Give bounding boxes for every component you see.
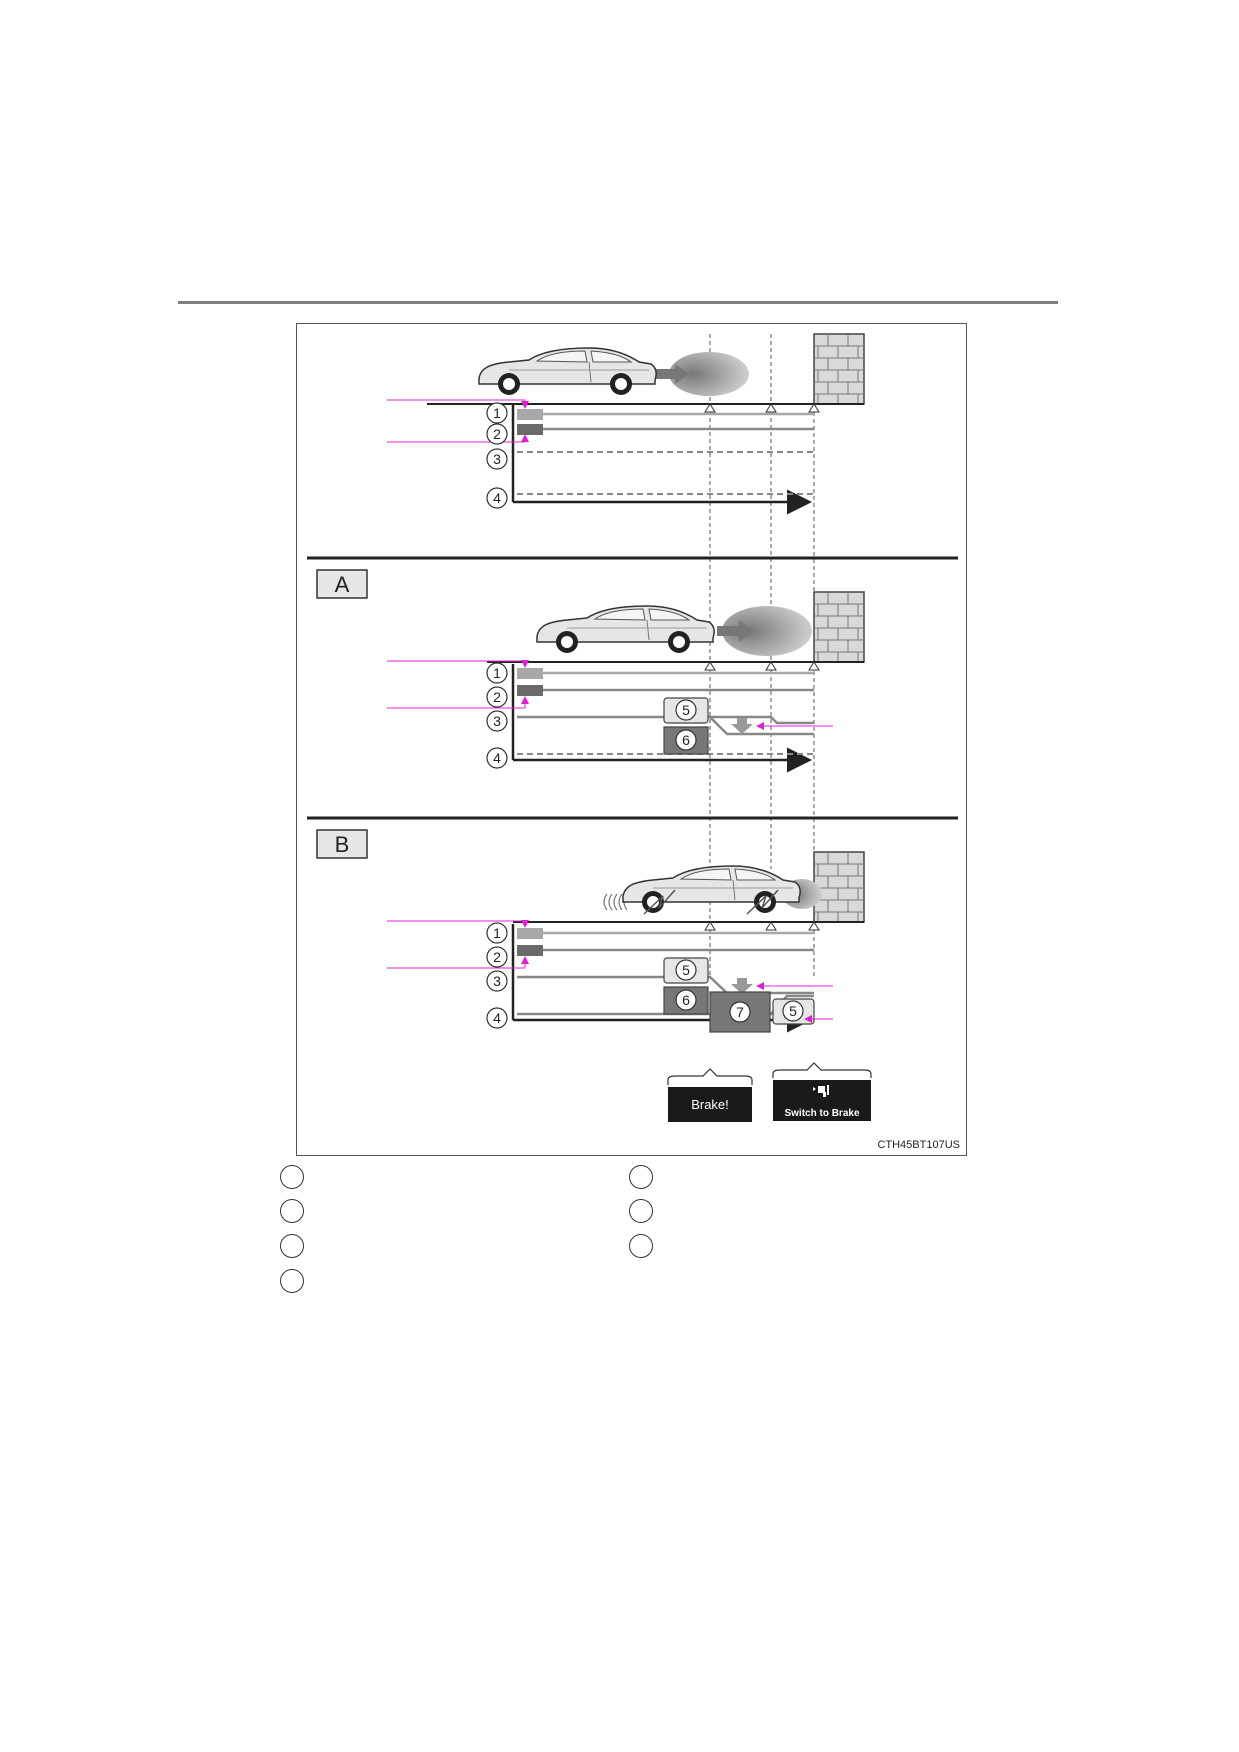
svg-text:4: 4 xyxy=(493,1010,501,1026)
figure-code: CTH45BT107US xyxy=(877,1139,960,1151)
brake-message: Brake! xyxy=(691,1097,729,1112)
legend-callout-2 xyxy=(280,1199,304,1223)
svg-text:1: 1 xyxy=(493,925,501,941)
svg-text:2: 2 xyxy=(493,689,501,705)
section-a: A xyxy=(316,569,865,773)
svg-text:2: 2 xyxy=(493,949,501,965)
svg-text:1: 1 xyxy=(493,405,501,421)
header-rule xyxy=(178,301,1058,304)
legend-callout-1 xyxy=(280,1165,304,1189)
svg-text:5: 5 xyxy=(682,962,690,978)
figure-diagram: 1 2 3 4 A xyxy=(307,333,958,1122)
section-b-label-box xyxy=(316,829,368,859)
svg-text:3: 3 xyxy=(493,973,501,989)
svg-text:6: 6 xyxy=(682,992,690,1008)
svg-text:4: 4 xyxy=(493,750,501,766)
brake-pedal-icon xyxy=(813,1085,829,1097)
svg-text:3: 3 xyxy=(493,713,501,729)
legend-callout-7 xyxy=(629,1234,653,1258)
section-b-label: B xyxy=(335,832,350,857)
legend-callout-5 xyxy=(629,1165,653,1189)
svg-text:3: 3 xyxy=(493,451,501,467)
svg-text:2: 2 xyxy=(493,426,501,442)
svg-text:1: 1 xyxy=(493,665,501,681)
section-b: B xyxy=(316,829,872,1122)
svg-text:5: 5 xyxy=(789,1003,797,1019)
legend-callout-6 xyxy=(629,1199,653,1223)
svg-text:6: 6 xyxy=(682,732,690,748)
svg-text:5: 5 xyxy=(682,702,690,718)
legend-callout-3 xyxy=(280,1234,304,1258)
svg-text:4: 4 xyxy=(493,490,501,506)
pcs-operation-figure: 1 2 3 4 A xyxy=(296,323,967,1156)
section-normal: 1 2 3 4 xyxy=(387,333,865,515)
section-a-label-box xyxy=(316,569,368,599)
legend-callout-4 xyxy=(280,1269,304,1293)
section-a-label: A xyxy=(335,572,350,597)
brake-message-box xyxy=(668,1087,752,1122)
switch-to-brake-message: Switch to Brake xyxy=(784,1108,859,1119)
svg-text:7: 7 xyxy=(736,1004,744,1020)
